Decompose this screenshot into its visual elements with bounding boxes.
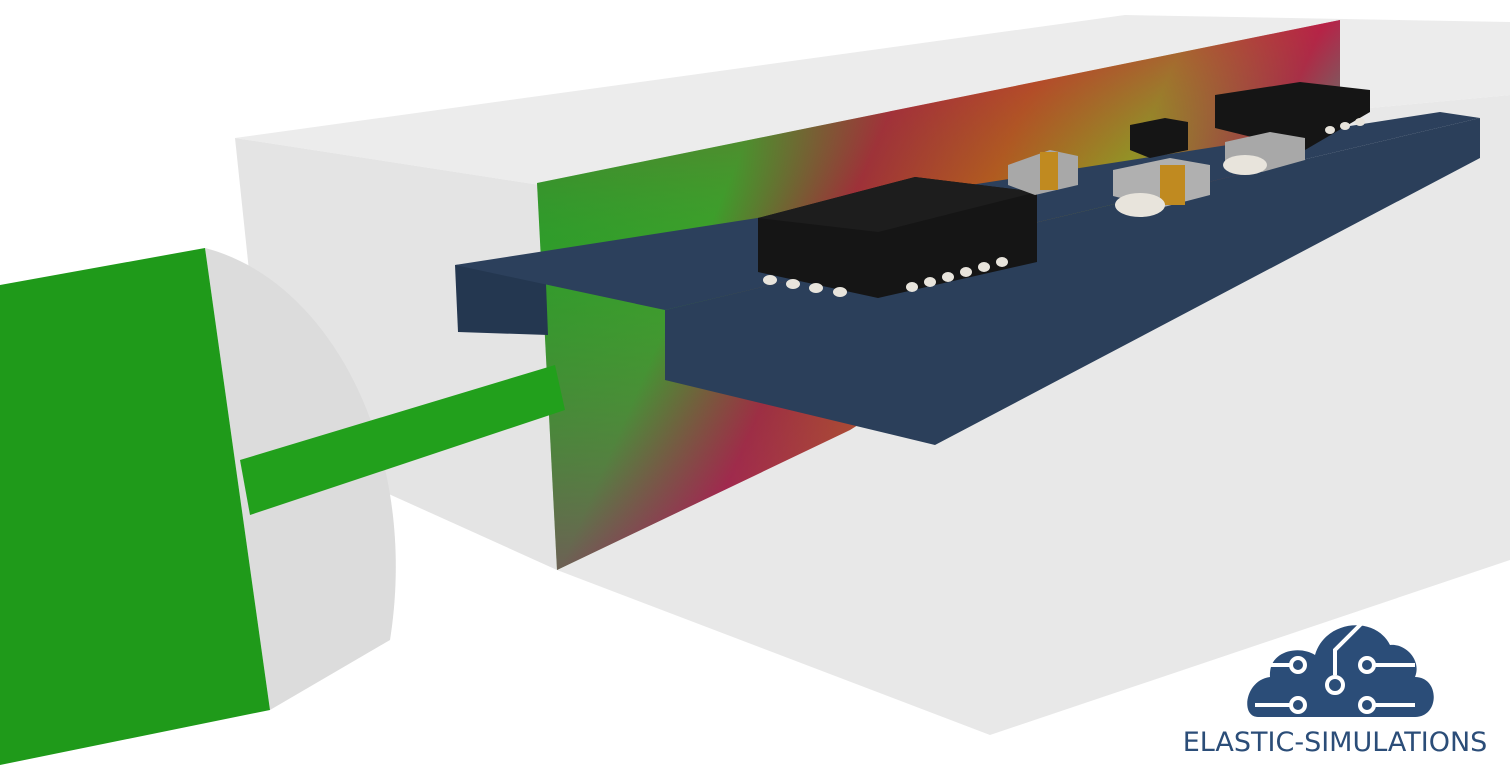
logo-text: ELASTIC-SIMULATIONS bbox=[1182, 727, 1488, 758]
chip-large-top bbox=[758, 177, 1037, 232]
elastic-simulations-logo: ELASTIC-SIMULATIONS bbox=[1160, 605, 1510, 765]
chip-small bbox=[1130, 118, 1188, 158]
solder-joints bbox=[763, 118, 1365, 297]
cloud-circuit-icon bbox=[1247, 618, 1434, 717]
capacitor-2-terminal bbox=[1160, 165, 1185, 205]
inlet-face bbox=[0, 248, 270, 765]
pcb-front-face bbox=[665, 118, 1480, 445]
inlet-pipe bbox=[240, 365, 565, 515]
capacitor-1-terminal bbox=[1040, 152, 1058, 190]
